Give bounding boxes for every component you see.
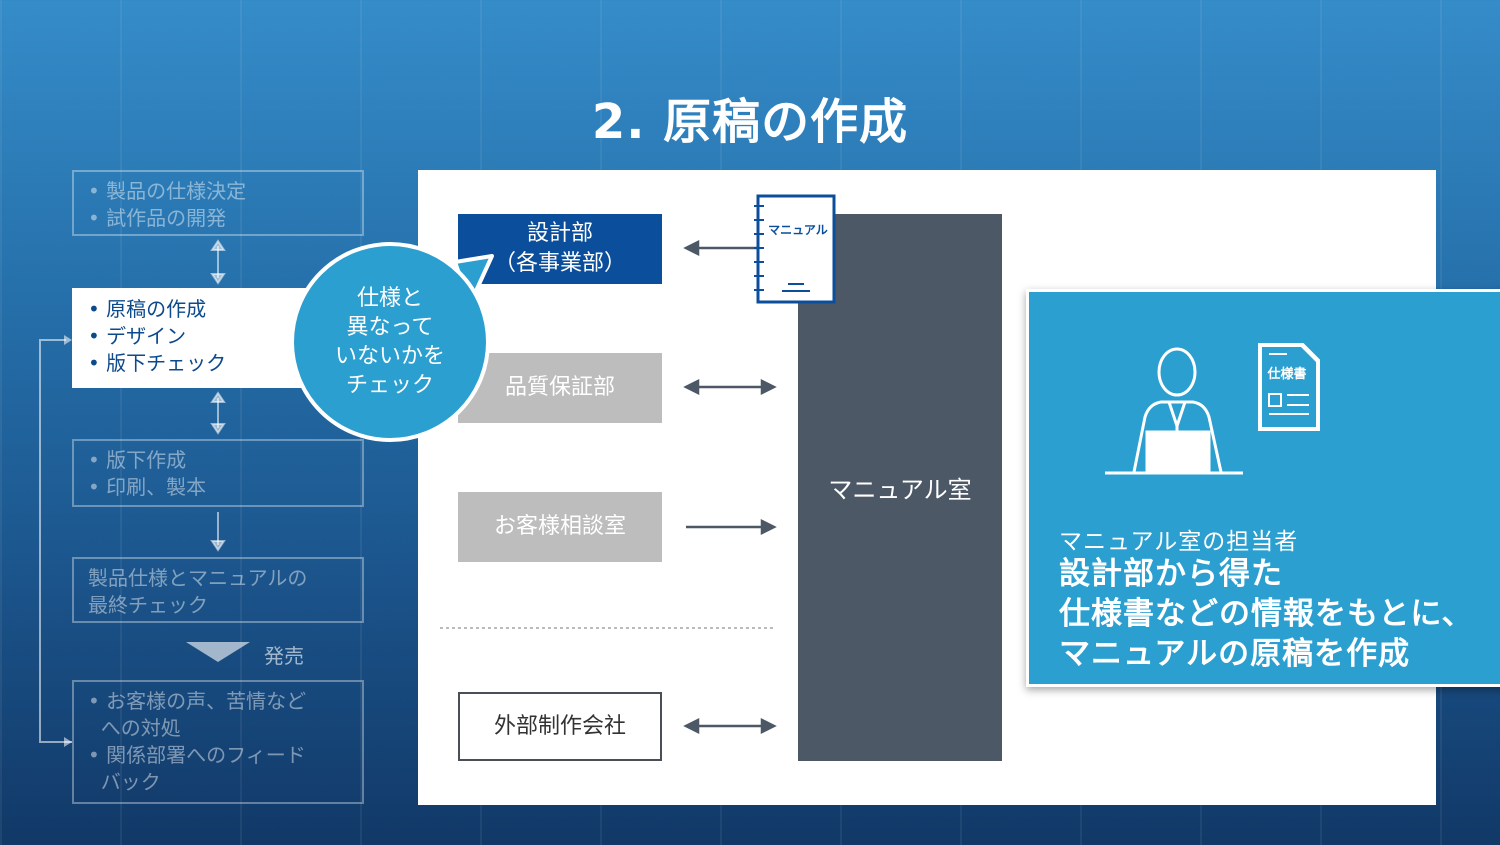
stage-spec-design: • 製品の仕様決定 • 試作品の開発 [72, 170, 364, 236]
stage-line: • 原稿の作成 [88, 297, 207, 321]
callout-line: 設計部から得た [1059, 556, 1283, 592]
callout-description: 設計部から得た 仕様書などの情報をもとに、 マニュアルの原稿を作成 [1059, 554, 1473, 674]
callout-role: マニュアル室の担当者 [1059, 529, 1299, 555]
manual-document-icon [754, 194, 836, 304]
stage-line: • 試作品の開発 [88, 206, 227, 230]
sidebar-connectors [39, 239, 250, 747]
stage-line: • 製品の仕様決定 [88, 179, 247, 203]
dept-design: 設計部 （各事業部） [458, 214, 662, 284]
stage-line: • 版下作成 [88, 448, 187, 472]
dept-customer: お客様相談室 [458, 492, 662, 562]
arrow-to-design [683, 239, 700, 257]
check-bubble: 仕様と 異なって いないかを チェック [290, 242, 490, 442]
bubble-line: チェック [345, 373, 434, 398]
stage-line: • お客様の声、苦情など [88, 689, 307, 713]
release-label: 発売 [264, 644, 304, 668]
callout-line: 仕様書などの情報をもとに、 [1059, 596, 1474, 632]
stage-line: 最終チェック [88, 593, 208, 617]
stage-line: 製品仕様とマニュアルの [88, 566, 308, 590]
stage-line: への対処 [100, 716, 181, 740]
dept-quality: 品質保証部 [458, 353, 662, 423]
dept-design-sub: （各事業部） [493, 251, 626, 276]
dept-design-name: 設計部 [526, 221, 593, 246]
stage-line: • 印刷、製本 [88, 475, 207, 499]
stage-printing: • 版下作成 • 印刷、製本 [72, 439, 364, 507]
stage-line: • 関係部署へのフィード [88, 743, 306, 767]
spec-doc-label: 仕様書 [1266, 366, 1306, 382]
stage-line: • デザイン [88, 324, 187, 348]
staff-callout: 仕様書 マニュアル室の担当者 設計部から得た 仕様書などの情報をもとに、 マニュ… [1026, 289, 1500, 687]
release-chevron [186, 642, 250, 662]
callout-line: マニュアルの原稿を作成 [1059, 636, 1411, 672]
dept-outside: 外部制作会社 [458, 692, 662, 761]
callout-illustration: 仕様書 [1105, 343, 1320, 475]
page-title: 2. 原稿の作成 [591, 94, 909, 150]
manual-doc-label: マニュアル [768, 223, 828, 237]
bubble-line: いないかを [334, 344, 445, 369]
stage-line: • 版下チェック [88, 351, 227, 375]
stage-feedback: • お客様の声、苦情など への対処 • 関係部署へのフィード バック [72, 680, 364, 804]
bubble-line: 仕様と [356, 286, 423, 311]
person-at-laptop-icon [1105, 347, 1243, 475]
manual-room: マニュアル室 [798, 214, 1002, 761]
bubble-line: 異なって [346, 315, 434, 340]
stage-line: バック [100, 770, 161, 794]
stage-final-check: 製品仕様とマニュアルの 最終チェック [72, 557, 364, 623]
spec-document-icon [1258, 343, 1320, 431]
